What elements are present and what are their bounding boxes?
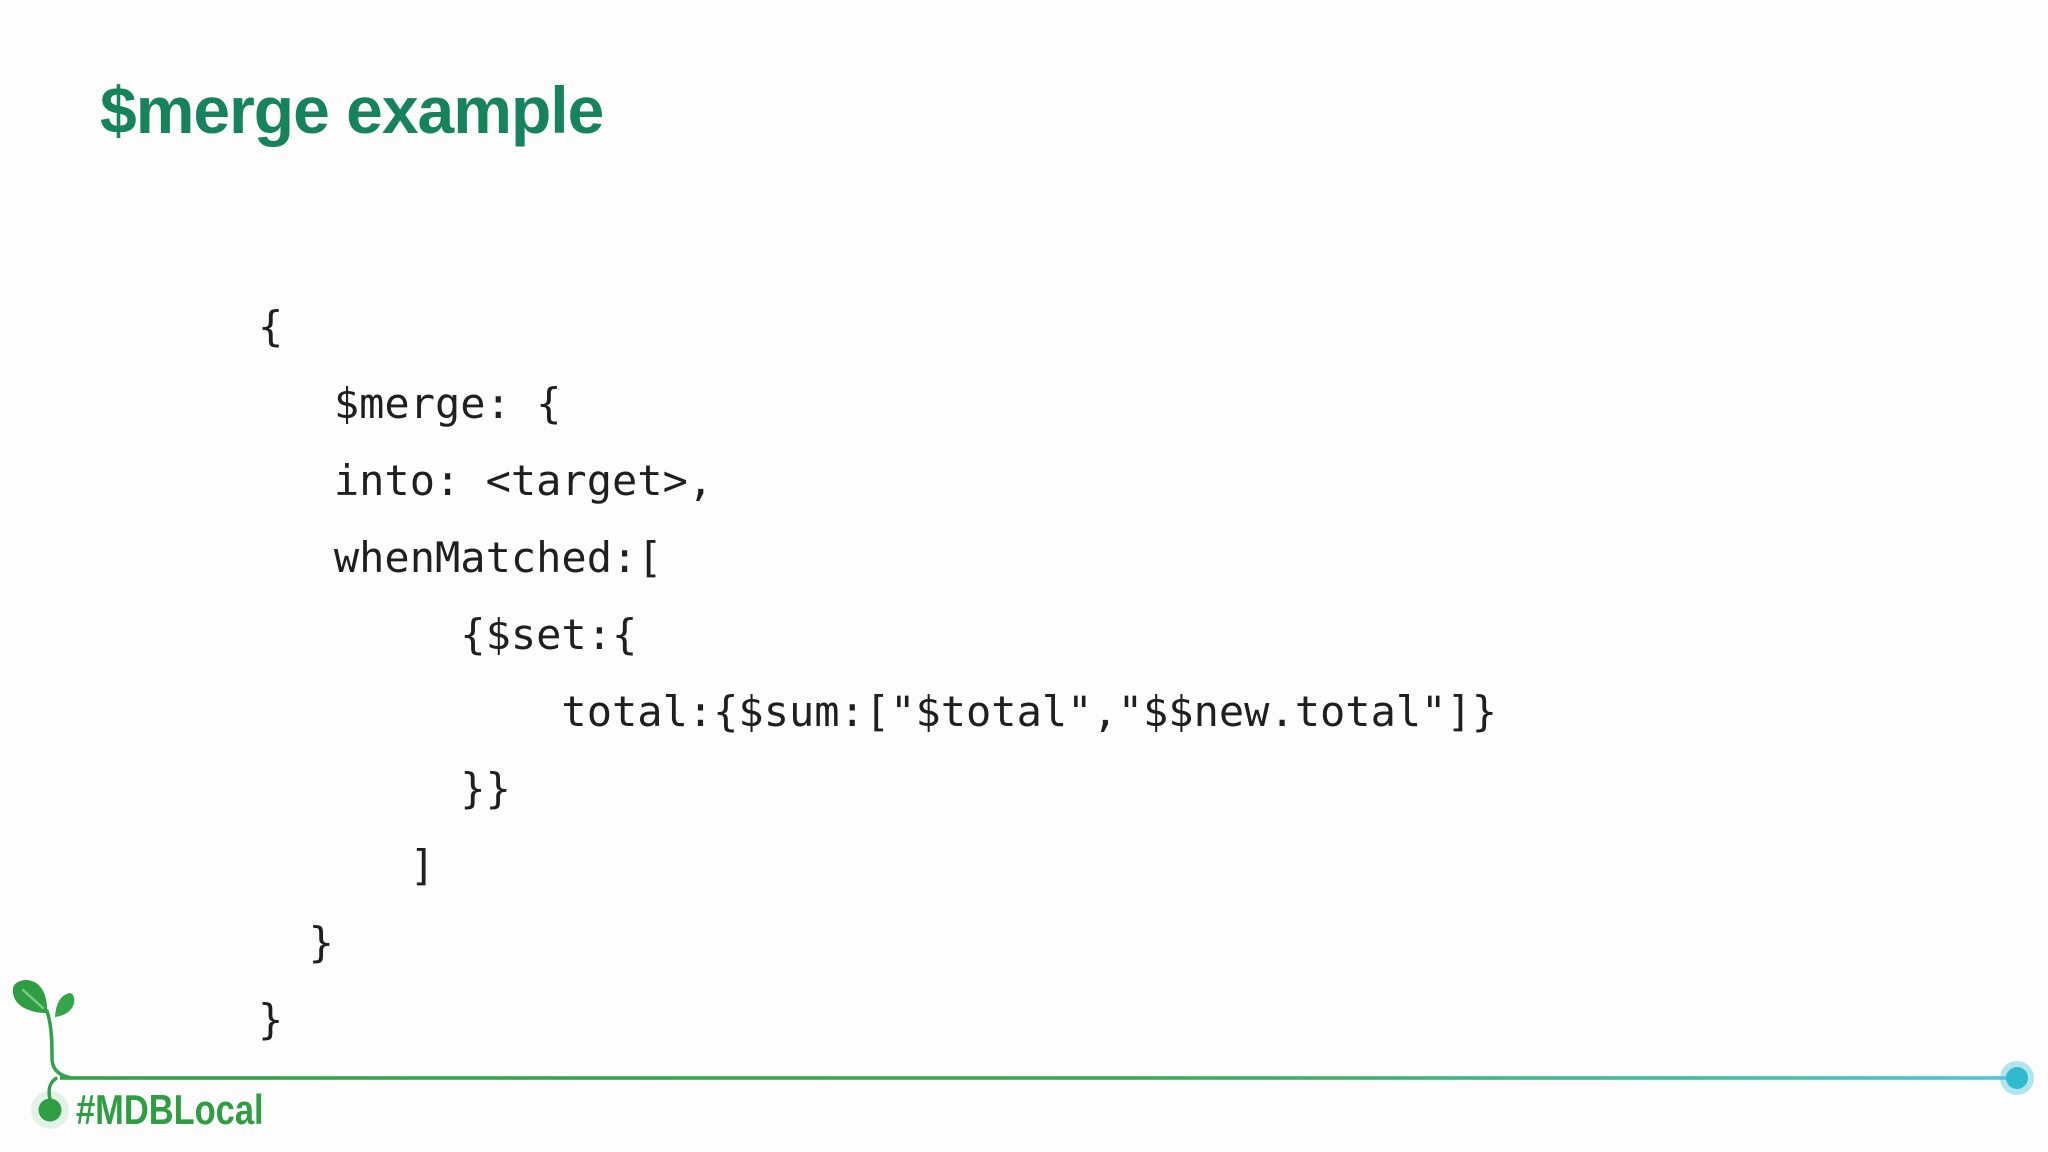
hashtag-label: #MDBLocal bbox=[76, 1086, 264, 1133]
timeline-end-dot-icon bbox=[2000, 1061, 2034, 1095]
code-block: { $merge: { into: <target>, whenMatched:… bbox=[258, 302, 1498, 1044]
sprout-icon bbox=[12, 980, 75, 1101]
timeline-line bbox=[60, 1076, 2008, 1080]
slide-title: $merge example bbox=[100, 73, 604, 147]
timeline-start-dot-icon bbox=[31, 1091, 69, 1129]
